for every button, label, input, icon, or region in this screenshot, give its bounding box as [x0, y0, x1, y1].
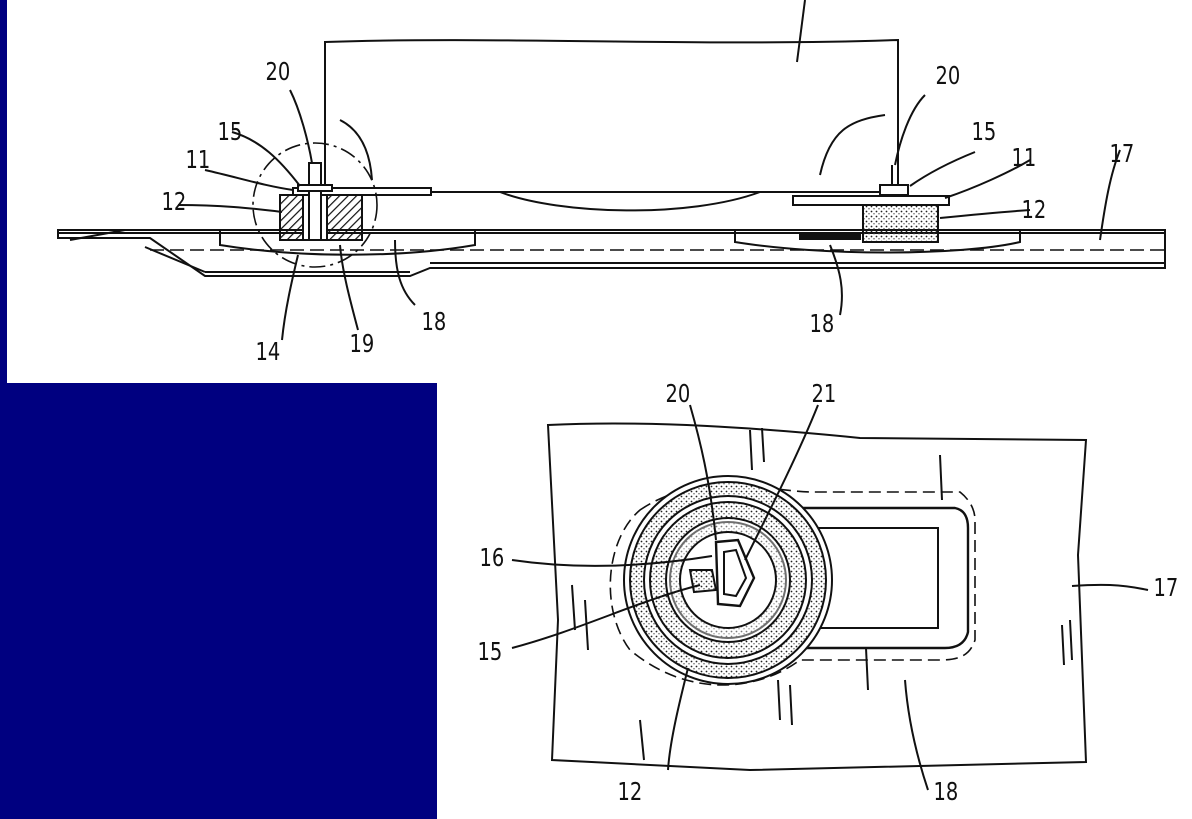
label-20-right: 20 — [935, 62, 960, 91]
label-19: 19 — [349, 330, 374, 359]
label-20-left: 20 — [265, 58, 290, 87]
label-17-plan: 17 — [1153, 574, 1178, 603]
label-11-right: 11 — [1011, 144, 1036, 173]
label-12-right: 12 — [1021, 196, 1046, 225]
label-12-plan: 12 — [617, 778, 642, 807]
label-18-right: 18 — [809, 310, 834, 339]
label-18-left: 18 — [421, 308, 446, 337]
label-21: 21 — [811, 383, 836, 409]
label-20-plan: 20 — [665, 383, 690, 409]
plan-view-drawing: 20 21 16 15 17 12 18 — [437, 383, 1192, 819]
label-15-plan: 15 — [477, 638, 502, 667]
label-15-right: 15 — [971, 118, 996, 147]
label-15-left: 15 — [217, 118, 242, 147]
detail-circle — [252, 142, 378, 268]
body-housing — [324, 38, 899, 193]
plate-17 — [57, 229, 1166, 277]
block-12-right — [862, 204, 939, 243]
label-18-plan: 18 — [933, 778, 958, 807]
label-12-left: 12 — [161, 188, 186, 217]
label-17-top: 17 — [1109, 140, 1134, 169]
slot-18 — [780, 506, 970, 650]
pin-16 — [714, 538, 756, 608]
label-16: 16 — [479, 544, 504, 573]
side-section-drawing: 20 15 11 12 14 19 18 20 15 11 12 17 18 — [7, 0, 1192, 383]
side-section-svg: 20 15 11 12 14 19 18 20 15 11 12 17 18 — [57, 0, 1166, 367]
label-11-left: 11 — [185, 146, 210, 175]
plan-view-svg: 20 21 16 15 17 12 18 — [477, 383, 1178, 807]
label-14: 14 — [255, 338, 280, 367]
